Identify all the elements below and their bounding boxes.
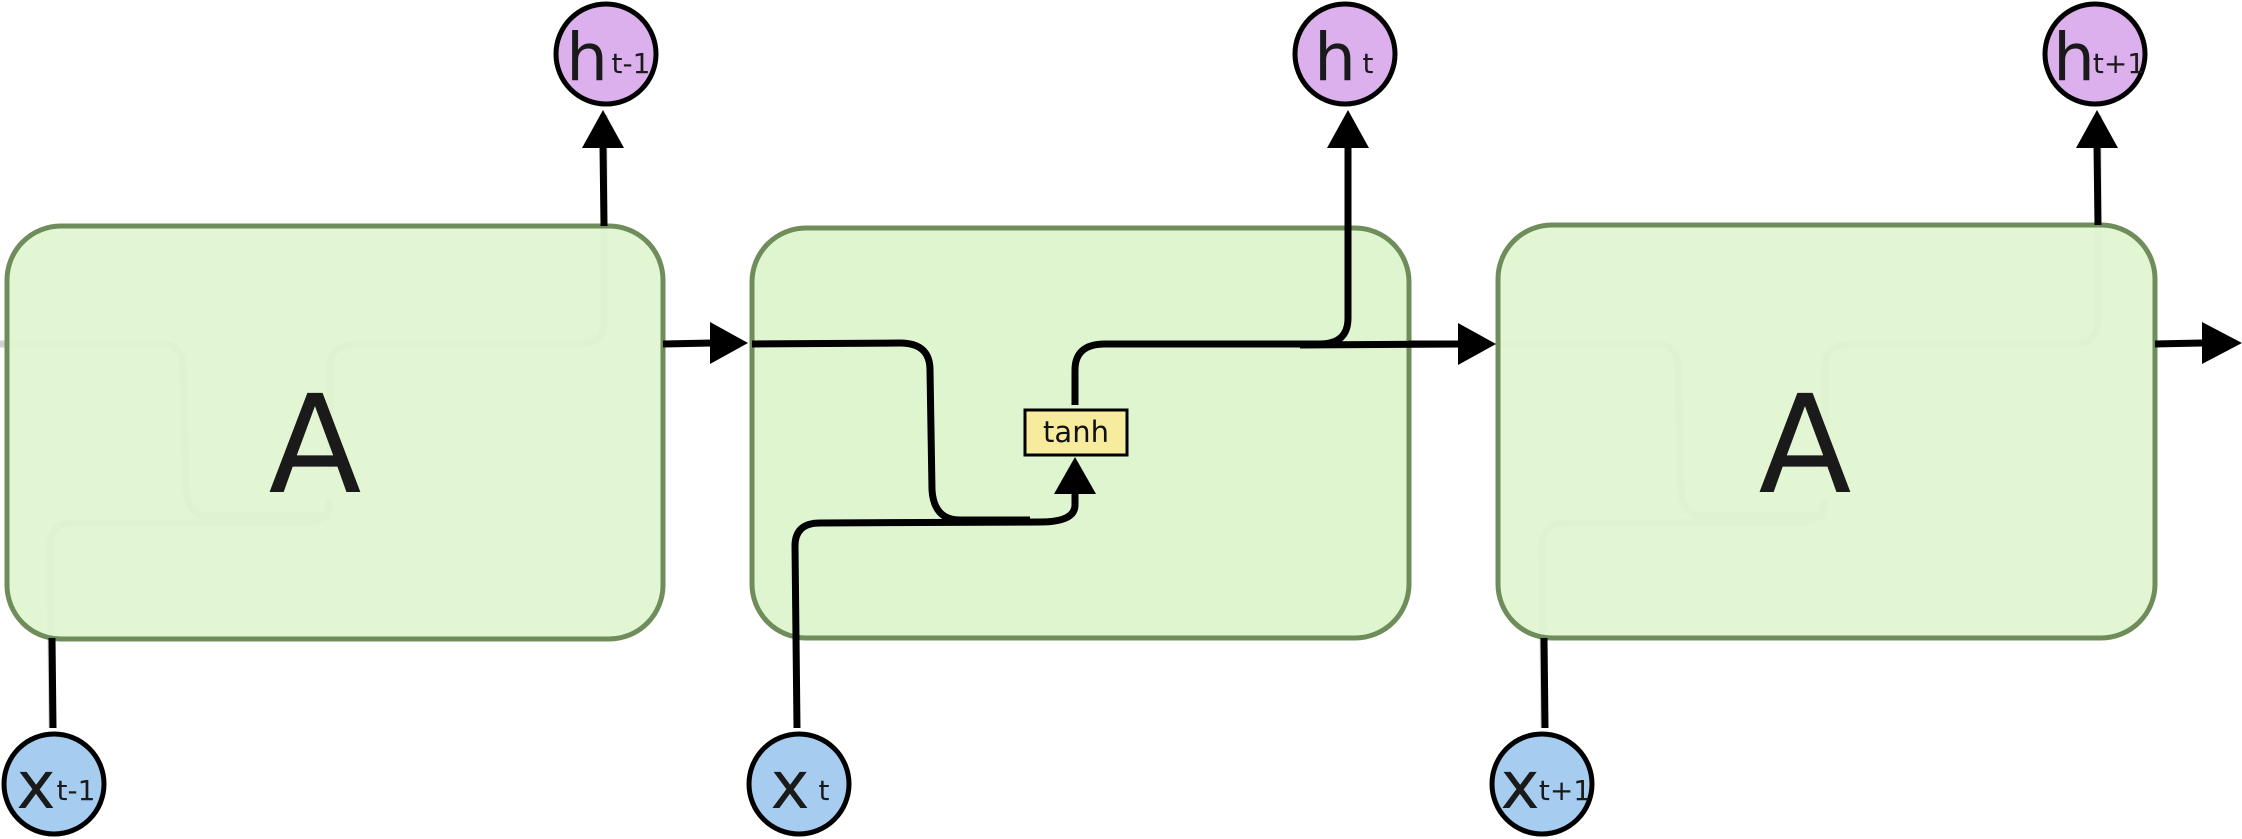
output-arrowhead-middle bbox=[1327, 110, 1369, 148]
input-node-right: x t+1 bbox=[1489, 731, 1595, 837]
hidden-arrowhead-1-2 bbox=[710, 322, 748, 364]
cell-left-box bbox=[4, 223, 666, 642]
tanh-gate-box bbox=[1023, 408, 1129, 457]
tanh-out-path bbox=[1071, 135, 1352, 405]
input-x-path bbox=[791, 490, 1079, 729]
hidden-link-3-out bbox=[2154, 339, 2203, 348]
input-node-left-main: x bbox=[16, 747, 55, 824]
cell-middle: tanh bbox=[749, 135, 1463, 729]
cell-right-box bbox=[1495, 222, 2158, 641]
input-node-right-main: x bbox=[1500, 747, 1539, 824]
output-node-right: h t+1 bbox=[2042, 1, 2148, 107]
hidden-link-1-2 bbox=[662, 339, 713, 348]
input-node-middle: x t bbox=[746, 731, 852, 837]
cell-left-label: A bbox=[268, 367, 361, 525]
input-stems bbox=[48, 637, 1549, 729]
hidden-arrowhead-3-out bbox=[2202, 322, 2242, 364]
output-stem-left bbox=[599, 145, 608, 227]
output-node-right-sub: t+1 bbox=[2093, 47, 2145, 80]
hidden-state-connections bbox=[662, 339, 2203, 348]
input-node-left-sub: t-1 bbox=[57, 774, 96, 807]
input-node-left: x t-1 bbox=[1, 731, 107, 837]
input-node-right-sub: t+1 bbox=[1539, 774, 1591, 807]
cell-right-label: A bbox=[1758, 367, 1851, 525]
output-node-right-main: h bbox=[2053, 19, 2095, 96]
input-node-middle-main: x bbox=[770, 747, 809, 824]
tanh-gate-label: tanh bbox=[1043, 415, 1109, 449]
tanh-input-arrowhead bbox=[1054, 457, 1096, 494]
output-stem-right bbox=[2093, 145, 2102, 226]
input-node-middle-sub: t bbox=[819, 774, 830, 807]
output-arrowhead-right bbox=[2076, 110, 2118, 148]
output-stems bbox=[599, 145, 2102, 227]
output-node-left-sub: t-1 bbox=[612, 47, 651, 80]
hidden-in-path bbox=[751, 339, 1030, 524]
output-node-middle: h t bbox=[1292, 1, 1398, 107]
cell-left: A bbox=[0, 115, 666, 729]
cell-right: A bbox=[1495, 115, 2158, 729]
output-node-left: h t-1 bbox=[553, 1, 659, 107]
output-node-left-main: h bbox=[566, 19, 608, 96]
output-node-middle-sub: t bbox=[1363, 47, 1374, 80]
input-stem-left bbox=[48, 637, 57, 729]
hidden-arrowhead-2-3 bbox=[1458, 323, 1496, 365]
input-stem-right bbox=[1540, 637, 1549, 729]
output-node-middle-main: h bbox=[1314, 19, 1356, 96]
output-arrowhead-left bbox=[582, 110, 624, 148]
